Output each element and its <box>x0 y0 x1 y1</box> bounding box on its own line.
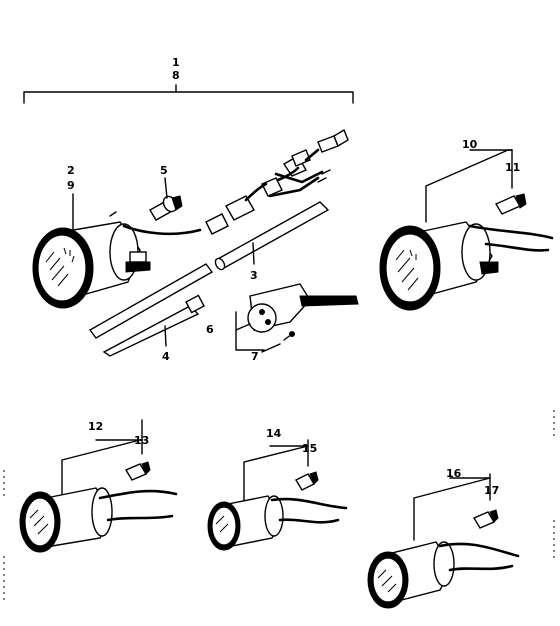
bulb-11 <box>494 193 527 215</box>
gauge-12 <box>19 487 113 553</box>
bracket-12-13 <box>61 419 143 495</box>
gauge-14-wire-a <box>270 497 348 510</box>
bracket-1-8 <box>23 84 354 104</box>
bracket-10-11 <box>425 149 513 223</box>
edge-marks <box>3 410 555 600</box>
gauge-10-wire-b <box>484 242 550 252</box>
gauge-10 <box>379 221 499 311</box>
gauge-14 <box>207 495 284 551</box>
main-gauge-wire <box>122 224 202 236</box>
socket-6 <box>247 283 359 333</box>
callout-5: 5 <box>160 164 168 177</box>
bulb-17 <box>472 509 499 529</box>
callout-12: 12 <box>88 420 103 433</box>
gauge-16-wire-b <box>448 564 514 572</box>
callout-1: 1 <box>172 56 180 69</box>
gauge-10-wire-a <box>468 224 554 240</box>
tube-3 <box>214 201 330 271</box>
callout-3: 3 <box>250 269 258 282</box>
bulb-5 <box>149 195 183 221</box>
callout-7: 7 <box>251 350 259 363</box>
callout-16: 16 <box>446 467 462 480</box>
callout-13: 13 <box>134 434 149 447</box>
callout-2: 2 <box>67 164 75 177</box>
main-gauge <box>32 221 151 309</box>
gauge-12-wire-b <box>106 514 174 522</box>
wire-harness <box>205 128 349 235</box>
callout-9: 9 <box>67 179 75 192</box>
callout-10: 10 <box>462 138 478 151</box>
callout-14: 14 <box>266 427 282 440</box>
bracket-16-17 <box>413 473 491 541</box>
callout-8: 8 <box>172 69 180 82</box>
gauge-16-wire-a <box>438 542 520 558</box>
callout-4: 4 <box>162 350 170 363</box>
callout-15: 15 <box>302 442 317 455</box>
gauge-12-wire-a <box>98 489 178 500</box>
tube-upper <box>88 263 214 339</box>
bulb-13 <box>124 461 151 481</box>
gauge-14-wire-b <box>278 518 340 524</box>
screw-7 <box>283 331 295 341</box>
bracket-14-15 <box>243 439 309 501</box>
bulb-15 <box>295 471 319 491</box>
gauge-16 <box>367 541 455 609</box>
callout-11: 11 <box>505 161 520 174</box>
callout-6: 6 <box>206 323 214 336</box>
cable-4 <box>102 294 205 357</box>
callout-17: 17 <box>484 484 499 497</box>
